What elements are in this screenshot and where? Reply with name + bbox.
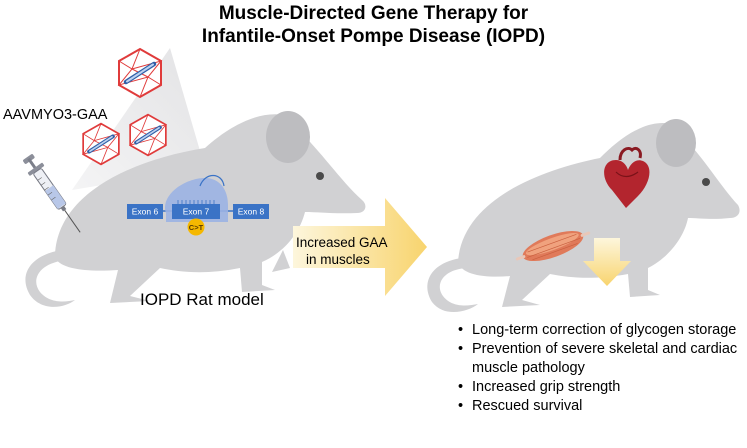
exon-7-box <box>172 204 220 219</box>
mutation-badge <box>187 218 205 236</box>
outcome-item: Long-term correction of glycogen storage <box>458 321 747 340</box>
arrow-text-line-2: in muscles <box>306 252 370 267</box>
title-line-1: Muscle-Directed Gene Therapy for <box>218 3 529 24</box>
exon-8-label: Exon 8 <box>238 207 265 217</box>
rat-tail <box>25 250 75 307</box>
right-rat <box>427 119 740 313</box>
gaa-arrow <box>293 198 427 296</box>
mutation-label: C>T <box>189 223 204 232</box>
exon-8-box <box>233 204 269 219</box>
rat-eye <box>702 178 710 186</box>
exon-6-box <box>127 204 163 219</box>
rat-paw <box>272 250 290 272</box>
outcome-arrow <box>583 238 631 286</box>
rat-ear <box>266 111 310 163</box>
skeletal-muscle-icon <box>515 230 591 262</box>
rat-body <box>458 122 740 307</box>
outcome-item: Rescued survival <box>458 397 747 416</box>
rat-tail <box>427 258 478 313</box>
model-label: IOPD Rat model <box>140 290 264 309</box>
outcome-item: Increased grip strength <box>458 378 747 397</box>
vector-label: AAVMYO3-GAA <box>3 107 108 123</box>
arrow-text-line-1: Increased GAA <box>296 235 388 250</box>
rat-ear <box>656 119 696 167</box>
exon-7-label: Exon 7 <box>183 207 210 217</box>
rat-eye <box>316 172 324 180</box>
exon-6-label: Exon 6 <box>132 207 159 217</box>
heart-icon <box>604 146 650 208</box>
title-line-2: Infantile-Onset Pompe Disease (IOPD) <box>201 26 546 47</box>
syringe-icon <box>23 154 81 233</box>
outcome-item: Prevention of severe skeletal and cardia… <box>458 340 747 378</box>
outcome-list: Long-term correction of glycogen storage… <box>458 321 747 416</box>
gene-diagram: Exon 6 Exon 7 Exon 8 C>T <box>127 174 269 236</box>
